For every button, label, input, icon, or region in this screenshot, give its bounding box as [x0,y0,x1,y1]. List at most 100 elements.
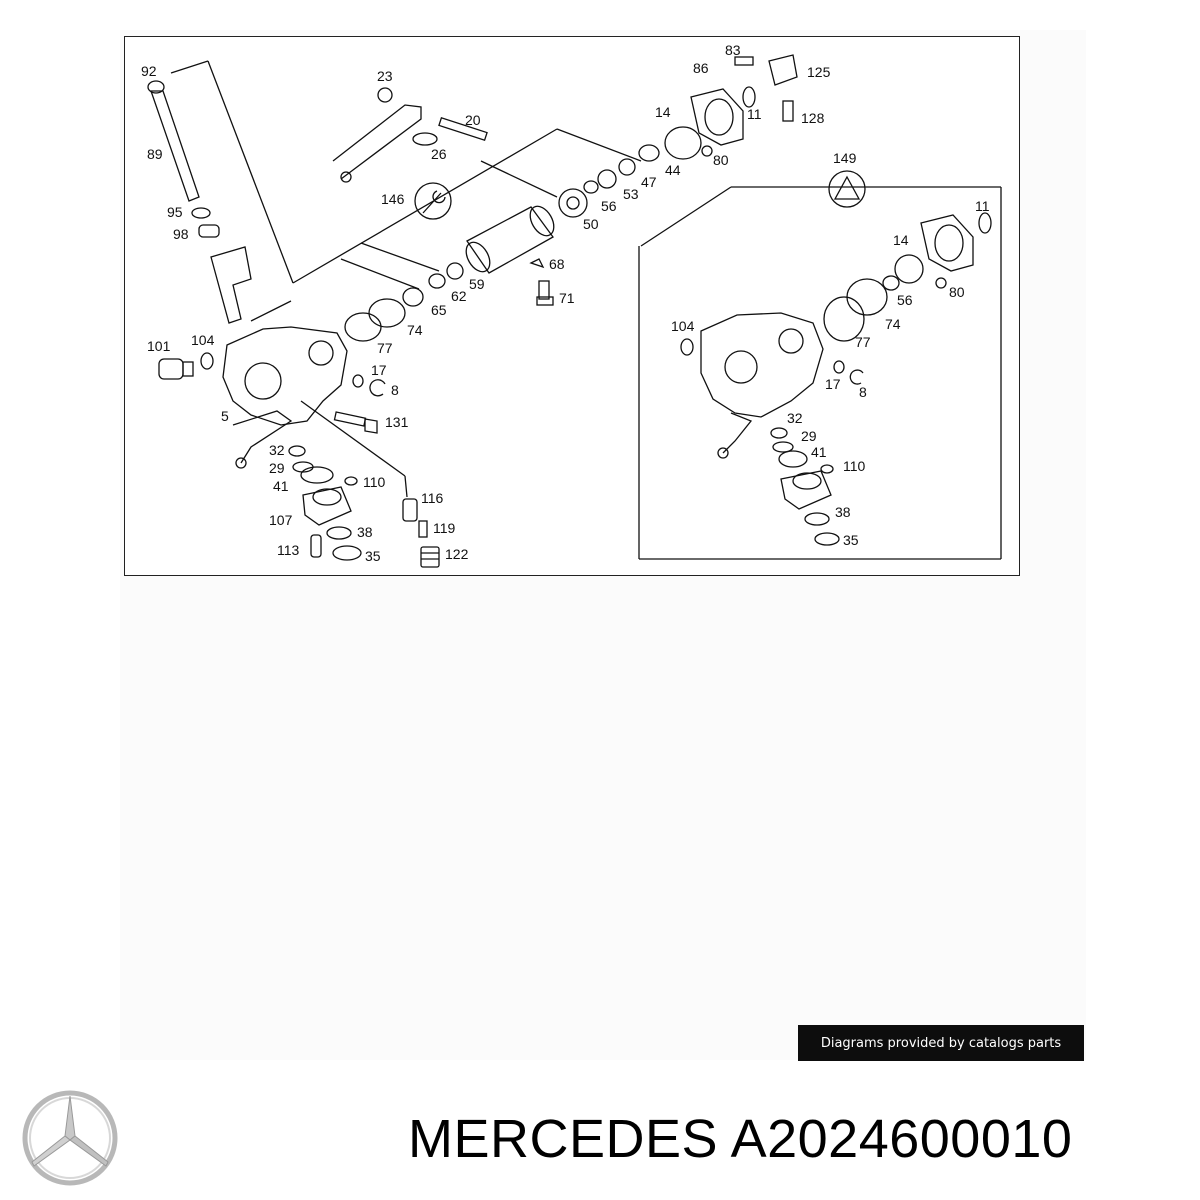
callout: 38 [835,504,851,520]
callout: 8 [391,382,399,398]
washer-part [344,476,358,486]
seal-part [597,169,617,189]
guide-line [207,60,294,284]
valve-cover-part [920,214,974,272]
washer-part [935,277,947,289]
cover-part [302,486,352,526]
housing-port [244,362,282,400]
guide-line [404,475,408,498]
fitting-part [158,358,184,380]
callout-labels: 92 89 95 98 101 104 5 32 29 41 107 113 3… [141,42,990,564]
callout: 17 [371,362,387,378]
sleeve-part [402,498,418,522]
callout: 104 [671,318,695,334]
callout: 80 [713,152,729,168]
seal-part [882,275,900,291]
diagram-credit-badge: Diagrams provided by catalogs parts [798,1025,1084,1061]
gearbox-housing-part [222,326,348,426]
guide-line [360,242,440,272]
callout: 11 [975,198,990,214]
callout: 149 [833,150,857,166]
cover-bore [792,472,822,490]
clip-part [849,369,864,385]
seal-part [446,262,464,280]
seal-part [618,158,636,176]
gearbox-housing-part [700,312,824,418]
o-ring-part [344,312,382,342]
callout: 29 [269,460,285,476]
bracket-part [768,54,798,86]
washer-part [680,338,694,356]
callout: 62 [451,288,467,304]
callout: 5 [221,408,229,424]
callout: 41 [273,478,289,494]
seal-part [326,526,352,540]
callout: 92 [141,63,157,79]
part-number: A2024600010 [730,1109,1073,1169]
callout: 74 [407,322,423,338]
callout: 41 [811,444,827,460]
callout: 125 [807,64,831,80]
bolt-part [538,280,550,300]
callout: 47 [641,174,657,190]
o-ring-part [846,278,888,316]
seal-part [198,224,220,238]
arm-part [332,104,422,180]
triangle-nut-icon [833,175,861,200]
callout: 146 [381,191,405,207]
callout: 14 [655,104,671,120]
piston-part [466,206,554,274]
ball-joint [717,447,729,459]
nut-part [147,80,165,94]
callout: 107 [269,512,293,528]
housing-port [778,328,804,354]
ball-joint [340,171,352,183]
clip-part [369,379,386,397]
callout: 104 [191,332,215,348]
callout: 59 [469,276,485,292]
diagram-drawing: 92 89 95 98 101 104 5 32 29 41 107 113 3… [141,42,1002,568]
wrench-symbol [414,182,452,220]
guide-line [250,300,292,322]
o-ring-part [894,254,924,284]
callout: 128 [801,110,825,126]
callout: 35 [843,532,859,548]
guide-line [480,160,558,198]
callout: 65 [431,302,447,318]
wrench-icon [422,190,446,214]
bolt-part [310,534,322,558]
callout: 86 [693,60,709,76]
column-shaft-part [210,246,252,324]
callout: 116 [421,490,444,506]
bolt-head [536,296,554,306]
callout: 89 [147,146,163,162]
callout: 68 [549,256,565,272]
seal-part [332,545,362,561]
washer-part [638,144,660,162]
seal-part [814,532,840,546]
callout: 11 [747,106,762,122]
callout: 56 [601,198,617,214]
seal-part [770,427,788,439]
callout: 32 [787,410,803,426]
seal-part [772,441,794,453]
seal-part [804,512,830,526]
clip-part [529,258,545,269]
o-ring-part [368,298,406,328]
callout: 35 [365,548,381,564]
part-title: MERCEDES A2024600010 [408,1108,1072,1170]
callout: 74 [885,316,901,332]
callout: 53 [623,186,639,202]
washer-part [742,86,756,108]
callout: 77 [377,340,393,356]
spring-part [420,546,440,568]
bolt-part [438,116,488,142]
ball-joint [235,457,247,469]
o-ring-part [300,466,334,484]
callout: 83 [725,42,741,58]
piston-end [465,241,491,273]
callout: 38 [357,524,373,540]
callout: 56 [897,292,913,308]
bolt-head [364,418,378,434]
guide-line [292,128,558,284]
